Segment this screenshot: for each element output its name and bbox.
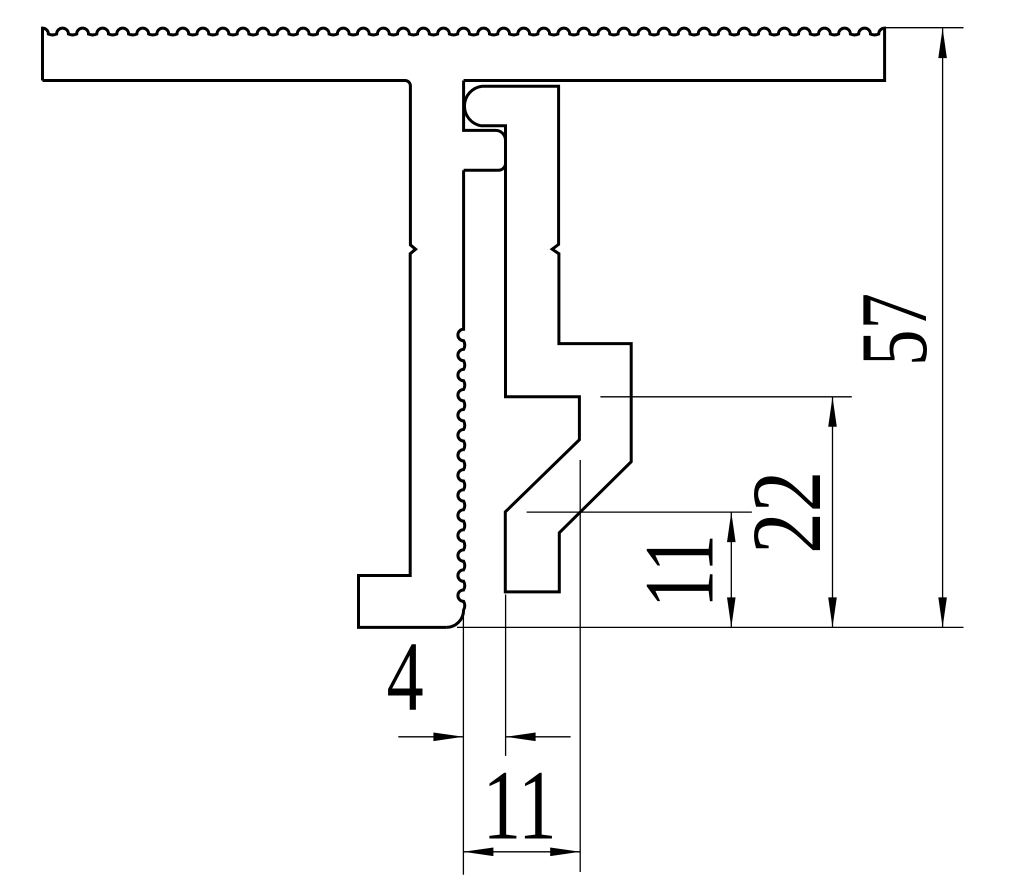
svg-text:57: 57 [841, 293, 947, 366]
svg-text:4: 4 [387, 621, 424, 732]
svg-text:11: 11 [483, 750, 557, 861]
svg-text:22: 22 [731, 471, 842, 554]
svg-text:11: 11 [624, 534, 735, 608]
